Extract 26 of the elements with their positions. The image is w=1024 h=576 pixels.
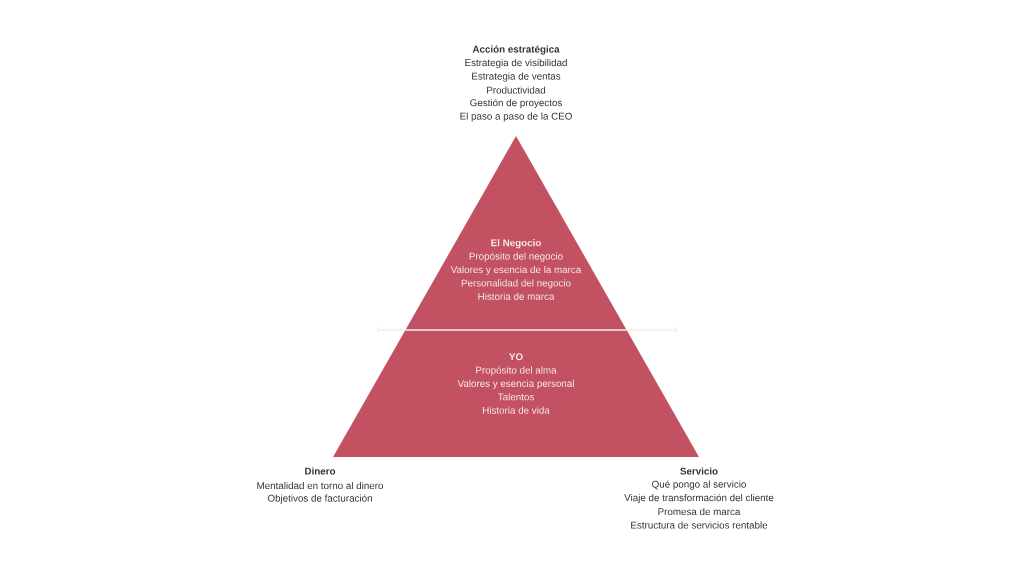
item-text: Gestión de proyectos (470, 98, 562, 109)
node-label: Propósito del negocio (469, 252, 563, 262)
item-text: Estrategia de visibilidad (465, 58, 567, 69)
heading-text: Acción estratégica (472, 45, 560, 55)
heading-text: Servicio (680, 467, 718, 475)
node-label: Historia de marca (478, 292, 555, 300)
node-label: El Negocio (491, 239, 541, 249)
pyramid-top-tier: El Negocio Propósito del negocio Valores y esencia de la marca Personalidad del negocio Historia de marca (405, 136, 627, 330)
item-text: Viaje de transformación del cliente (624, 493, 774, 504)
pyramid-base-tier: YO Propósito del alma Valores y esencia personal Talentos Historia de vida (333, 330, 699, 457)
item-text: Qué pongo al servicio (652, 480, 746, 490)
node-label: Talentos (497, 393, 534, 401)
item-text: Estrategia de ventas (472, 72, 561, 82)
item-text: El paso a paso de la CEO (460, 112, 572, 122)
item-text: Estructura de servicios rentable (631, 521, 768, 529)
item-text: Mentalidad en torno al dinero (257, 481, 384, 490)
item-text: Productividad (487, 86, 546, 94)
node-label: Propósito del alma (476, 366, 557, 376)
node-label: Valores y esencia personal (457, 379, 574, 389)
item-text: Objetivos de facturación (267, 494, 372, 504)
heading-text: Dinero (305, 467, 336, 475)
node-label: YO (509, 353, 523, 361)
node-label: Historia de vida (483, 406, 550, 414)
node-label: Personalidad del negocio (461, 279, 571, 289)
item-text: Promesa de marca (658, 507, 741, 516)
node-label: Valores y esencia de la marca (450, 265, 582, 276)
